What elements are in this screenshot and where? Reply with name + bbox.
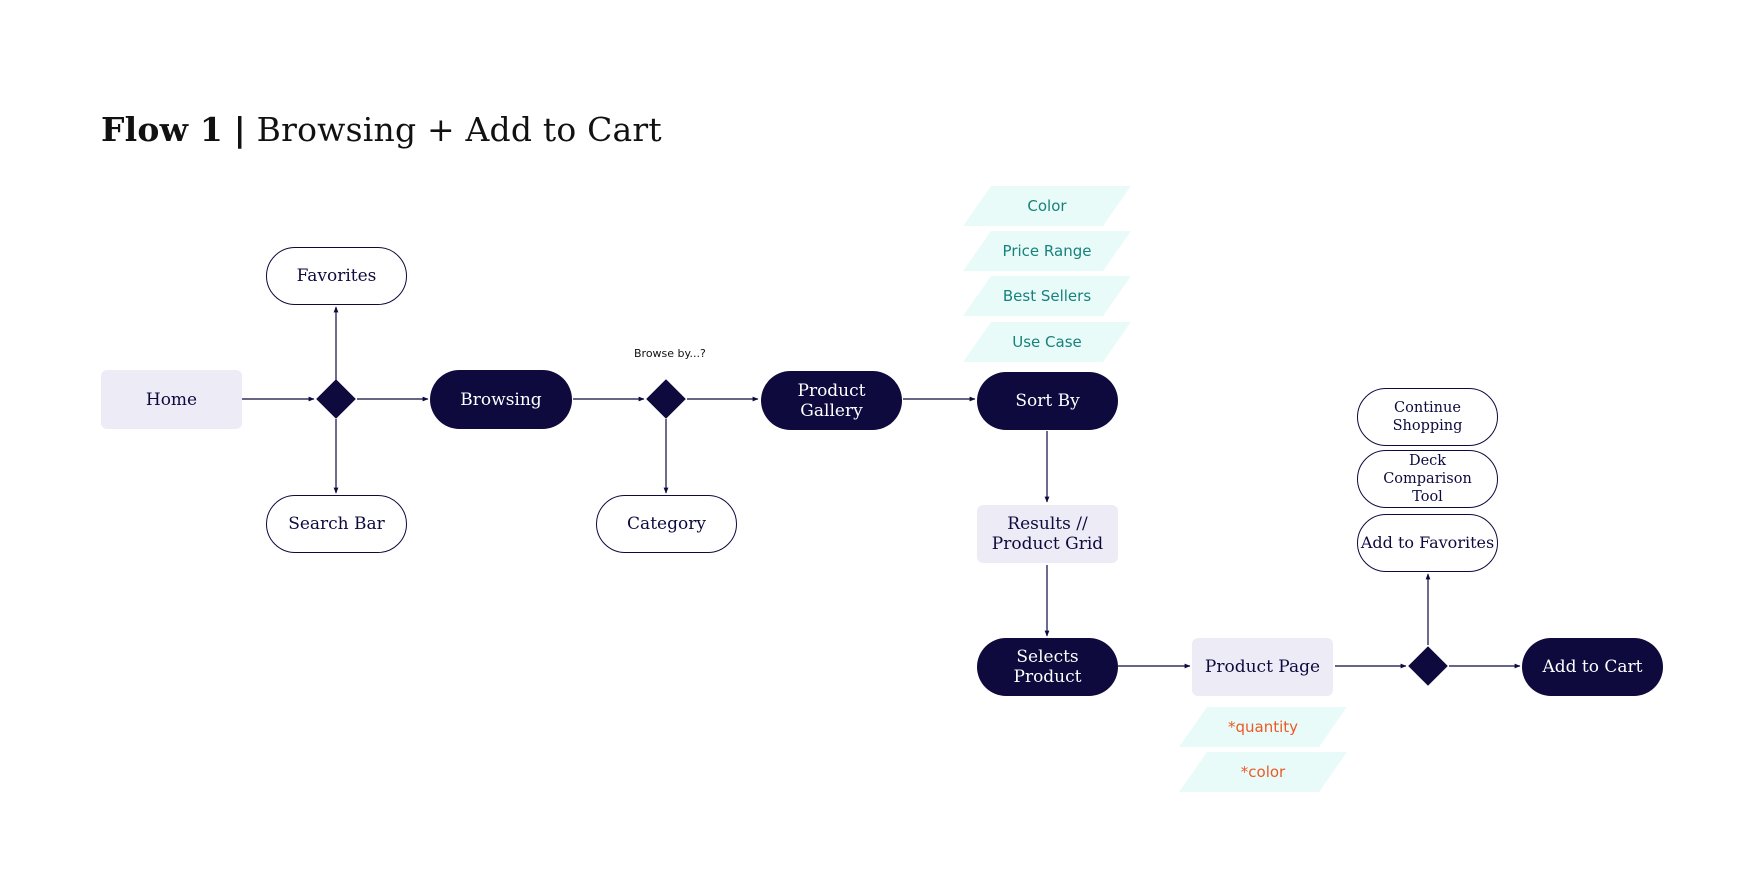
product-option-color: *color bbox=[1178, 752, 1348, 792]
node-continue-shopping: Continue Shopping bbox=[1357, 388, 1498, 446]
node-search-bar: Search Bar bbox=[266, 495, 407, 553]
page-title: Flow 1 | Browsing + Add to Cart bbox=[101, 110, 662, 149]
node-browsing: Browsing bbox=[430, 370, 572, 429]
sort-option-use-case: Use Case bbox=[962, 322, 1132, 362]
node-results-grid: Results // Product Grid bbox=[977, 505, 1118, 563]
title-bold: Flow 1 bbox=[101, 110, 224, 149]
node-selects-product: Selects Product bbox=[977, 638, 1118, 696]
title-separator: | bbox=[233, 110, 246, 149]
node-home: Home bbox=[101, 370, 242, 429]
node-sort-by: Sort By bbox=[977, 372, 1118, 430]
product-option-quantity: *quantity bbox=[1178, 707, 1348, 747]
node-deck-comparison: Deck Comparison Tool bbox=[1357, 450, 1498, 508]
node-product-gallery: Product Gallery bbox=[761, 371, 902, 430]
sort-option-price-range: Price Range bbox=[962, 231, 1132, 271]
node-favorites: Favorites bbox=[266, 247, 407, 305]
sort-option-best-sellers: Best Sellers bbox=[962, 276, 1132, 316]
node-product-page: Product Page bbox=[1192, 638, 1333, 696]
browse-by-note: Browse by...? bbox=[634, 347, 706, 360]
node-add-to-cart: Add to Cart bbox=[1522, 638, 1663, 696]
node-add-to-favorites: Add to Favorites bbox=[1357, 514, 1498, 572]
sort-option-color: Color bbox=[962, 186, 1132, 226]
title-rest: Browsing + Add to Cart bbox=[256, 110, 662, 149]
node-category: Category bbox=[596, 495, 737, 553]
